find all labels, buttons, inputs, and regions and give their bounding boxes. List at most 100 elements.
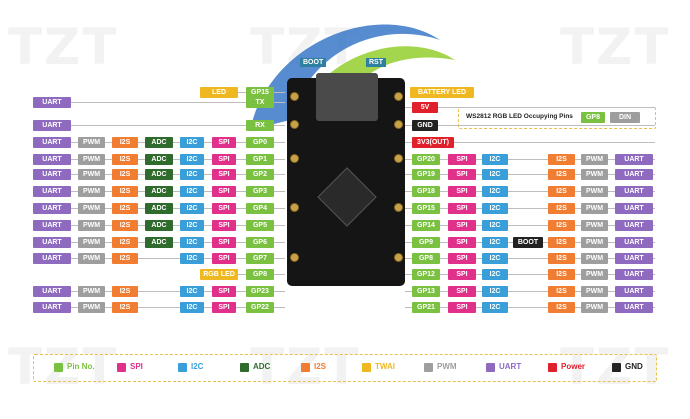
legend-label: UART	[499, 362, 522, 371]
i2s-label: I2S	[112, 253, 138, 264]
pin-pad	[290, 203, 299, 212]
pwm-label: PWM	[581, 186, 608, 197]
right-pin-label: GP14	[412, 220, 440, 231]
right-pin-label: GP20	[412, 154, 440, 165]
uart-label: UART	[615, 154, 653, 165]
connector-line	[405, 191, 655, 192]
legend-swatch	[54, 363, 63, 372]
legend-label: SPI	[130, 362, 143, 371]
i2c-label: I2C	[482, 220, 508, 231]
i2s-label: I2S	[112, 186, 138, 197]
pin-pad	[394, 120, 403, 129]
left-pin-label: GP5	[246, 220, 274, 231]
pwm-label: PWM	[581, 237, 608, 248]
spi-label: SPI	[212, 253, 236, 264]
board-boot-tag: BOOT	[300, 58, 327, 67]
ws2812-note-text: WS2812 RGB LED Occupying Pins	[466, 113, 573, 120]
i2c-label: I2C	[180, 154, 204, 165]
connector-line	[405, 291, 655, 292]
spi-label: SPI	[448, 154, 476, 165]
i2c-label: I2C	[482, 269, 508, 280]
spi-label: SPI	[448, 302, 476, 313]
pwm-label: PWM	[78, 286, 105, 297]
i2s-label: I2S	[112, 169, 138, 180]
i2c-label: I2C	[180, 253, 204, 264]
left-pin-label: GP23	[246, 286, 274, 297]
spi-label: SPI	[212, 137, 236, 148]
adc-label: ADC	[145, 237, 173, 248]
i2c-label: I2C	[180, 286, 204, 297]
i2c-label: I2C	[482, 237, 508, 248]
power-pin-label: 3V3(OUT)	[412, 137, 454, 148]
uart-label: UART	[33, 154, 71, 165]
i2s-label: I2S	[112, 154, 138, 165]
uart-label: UART	[615, 237, 653, 248]
i2s-label: I2S	[548, 302, 575, 313]
boot-label: BOOT	[513, 237, 543, 248]
i2s-label: I2S	[112, 203, 138, 214]
i2s-label: I2S	[112, 220, 138, 231]
connector-line	[405, 225, 655, 226]
pwm-label: PWM	[78, 237, 105, 248]
connector-line	[405, 307, 655, 308]
i2c-label: I2C	[180, 237, 204, 248]
left-special-label: LED	[200, 87, 238, 98]
usb-c-connector	[316, 73, 378, 121]
pin-pad	[394, 203, 403, 212]
spi-label: SPI	[448, 237, 476, 248]
adc-label: ADC	[145, 203, 173, 214]
right-pin-label: GP9	[412, 237, 440, 248]
uart-label: UART	[615, 253, 653, 264]
legend-label: I2S	[314, 362, 327, 371]
pwm-label: PWM	[78, 220, 105, 231]
i2s-label: I2S	[548, 220, 575, 231]
connector-line	[33, 125, 285, 126]
uart-label: UART	[33, 120, 71, 131]
watermark: TZT	[560, 18, 671, 76]
left-pin-label: GP7	[246, 253, 274, 264]
uart-label: UART	[615, 302, 653, 313]
ws2812-pin: GP8	[581, 112, 605, 123]
i2s-label: I2S	[112, 302, 138, 313]
right-pin-label: GP21	[412, 302, 440, 313]
i2c-label: I2C	[180, 186, 204, 197]
spi-label: SPI	[448, 203, 476, 214]
legend-swatch	[178, 363, 187, 372]
spi-label: SPI	[212, 302, 236, 313]
pwm-label: PWM	[581, 269, 608, 280]
uart-label: UART	[33, 237, 71, 248]
connector-line	[33, 258, 285, 259]
pwm-label: PWM	[78, 154, 105, 165]
pwm-label: PWM	[581, 253, 608, 264]
uart-label: UART	[33, 286, 71, 297]
pin-pad	[394, 154, 403, 163]
connector-line	[405, 208, 655, 209]
i2c-label: I2C	[180, 137, 204, 148]
left-pin-label: GP6	[246, 237, 274, 248]
uart-label: UART	[33, 203, 71, 214]
pwm-label: PWM	[581, 220, 608, 231]
connector-line	[405, 107, 655, 108]
right-pin-label: GP15	[412, 203, 440, 214]
pwm-label: PWM	[581, 286, 608, 297]
right-pin-label: GP19	[412, 169, 440, 180]
i2c-label: I2C	[180, 169, 204, 180]
i2s-label: I2S	[548, 154, 575, 165]
connector-line	[200, 274, 285, 275]
i2s-label: I2S	[548, 269, 575, 280]
left-pin-label: GP1	[246, 154, 274, 165]
connector-line	[405, 258, 655, 259]
left-special-label: RGB LED	[200, 269, 238, 280]
left-pin-label: GP15	[246, 87, 274, 98]
battery-led-label: BATTERY LED	[410, 87, 474, 98]
i2s-label: I2S	[112, 237, 138, 248]
pwm-label: PWM	[581, 302, 608, 313]
gnd-pin-label: GND	[412, 120, 438, 131]
i2s-label: I2S	[548, 286, 575, 297]
i2c-label: I2C	[482, 169, 508, 180]
legend-label: ADC	[253, 362, 271, 371]
left-pin-label: GP4	[246, 203, 274, 214]
pwm-label: PWM	[78, 169, 105, 180]
legend-box	[33, 354, 657, 382]
spi-label: SPI	[212, 186, 236, 197]
